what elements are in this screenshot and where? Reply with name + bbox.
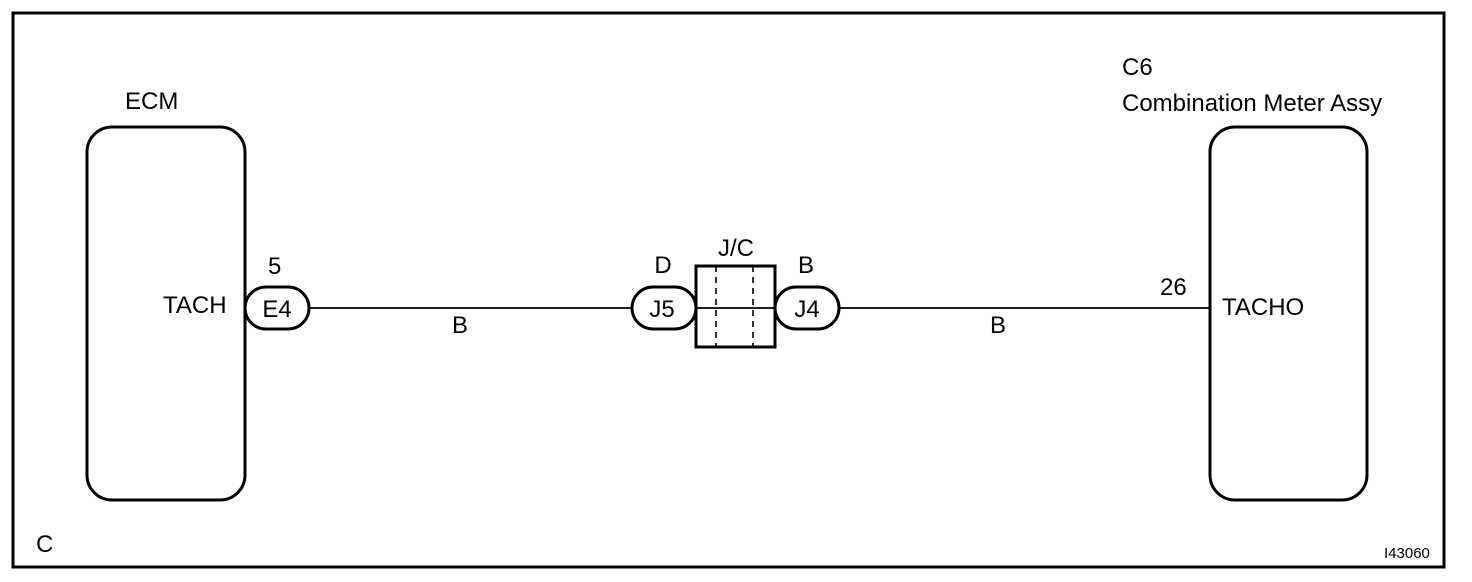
ecm-title: ECM	[125, 88, 178, 115]
connector-j4-label: J4	[794, 296, 819, 323]
meter-box	[1208, 125, 1369, 502]
connector-e4-label: E4	[262, 296, 291, 323]
junction-box	[694, 264, 777, 349]
junction-title: J/C	[718, 235, 754, 262]
meter-code: C6	[1122, 54, 1153, 81]
ecm-pin-label: TACH	[163, 292, 227, 319]
junction-right-terminal: B	[798, 252, 814, 279]
junction-left-terminal: D	[654, 252, 671, 279]
corner-label: C	[36, 531, 53, 558]
connector-j5-label: J5	[649, 296, 674, 323]
meter-pin-number: 26	[1160, 274, 1187, 301]
wire-left-color: B	[452, 312, 468, 339]
wire-right-color: B	[990, 312, 1006, 339]
ecm-pin-number: 5	[268, 253, 281, 280]
diagram-frame	[11, 11, 1446, 569]
meter-title: Combination Meter Assy	[1122, 90, 1382, 117]
meter-pin-label: TACHO	[1222, 294, 1304, 321]
figure-id: I43060	[1384, 545, 1430, 562]
connector-j5	[630, 285, 698, 331]
